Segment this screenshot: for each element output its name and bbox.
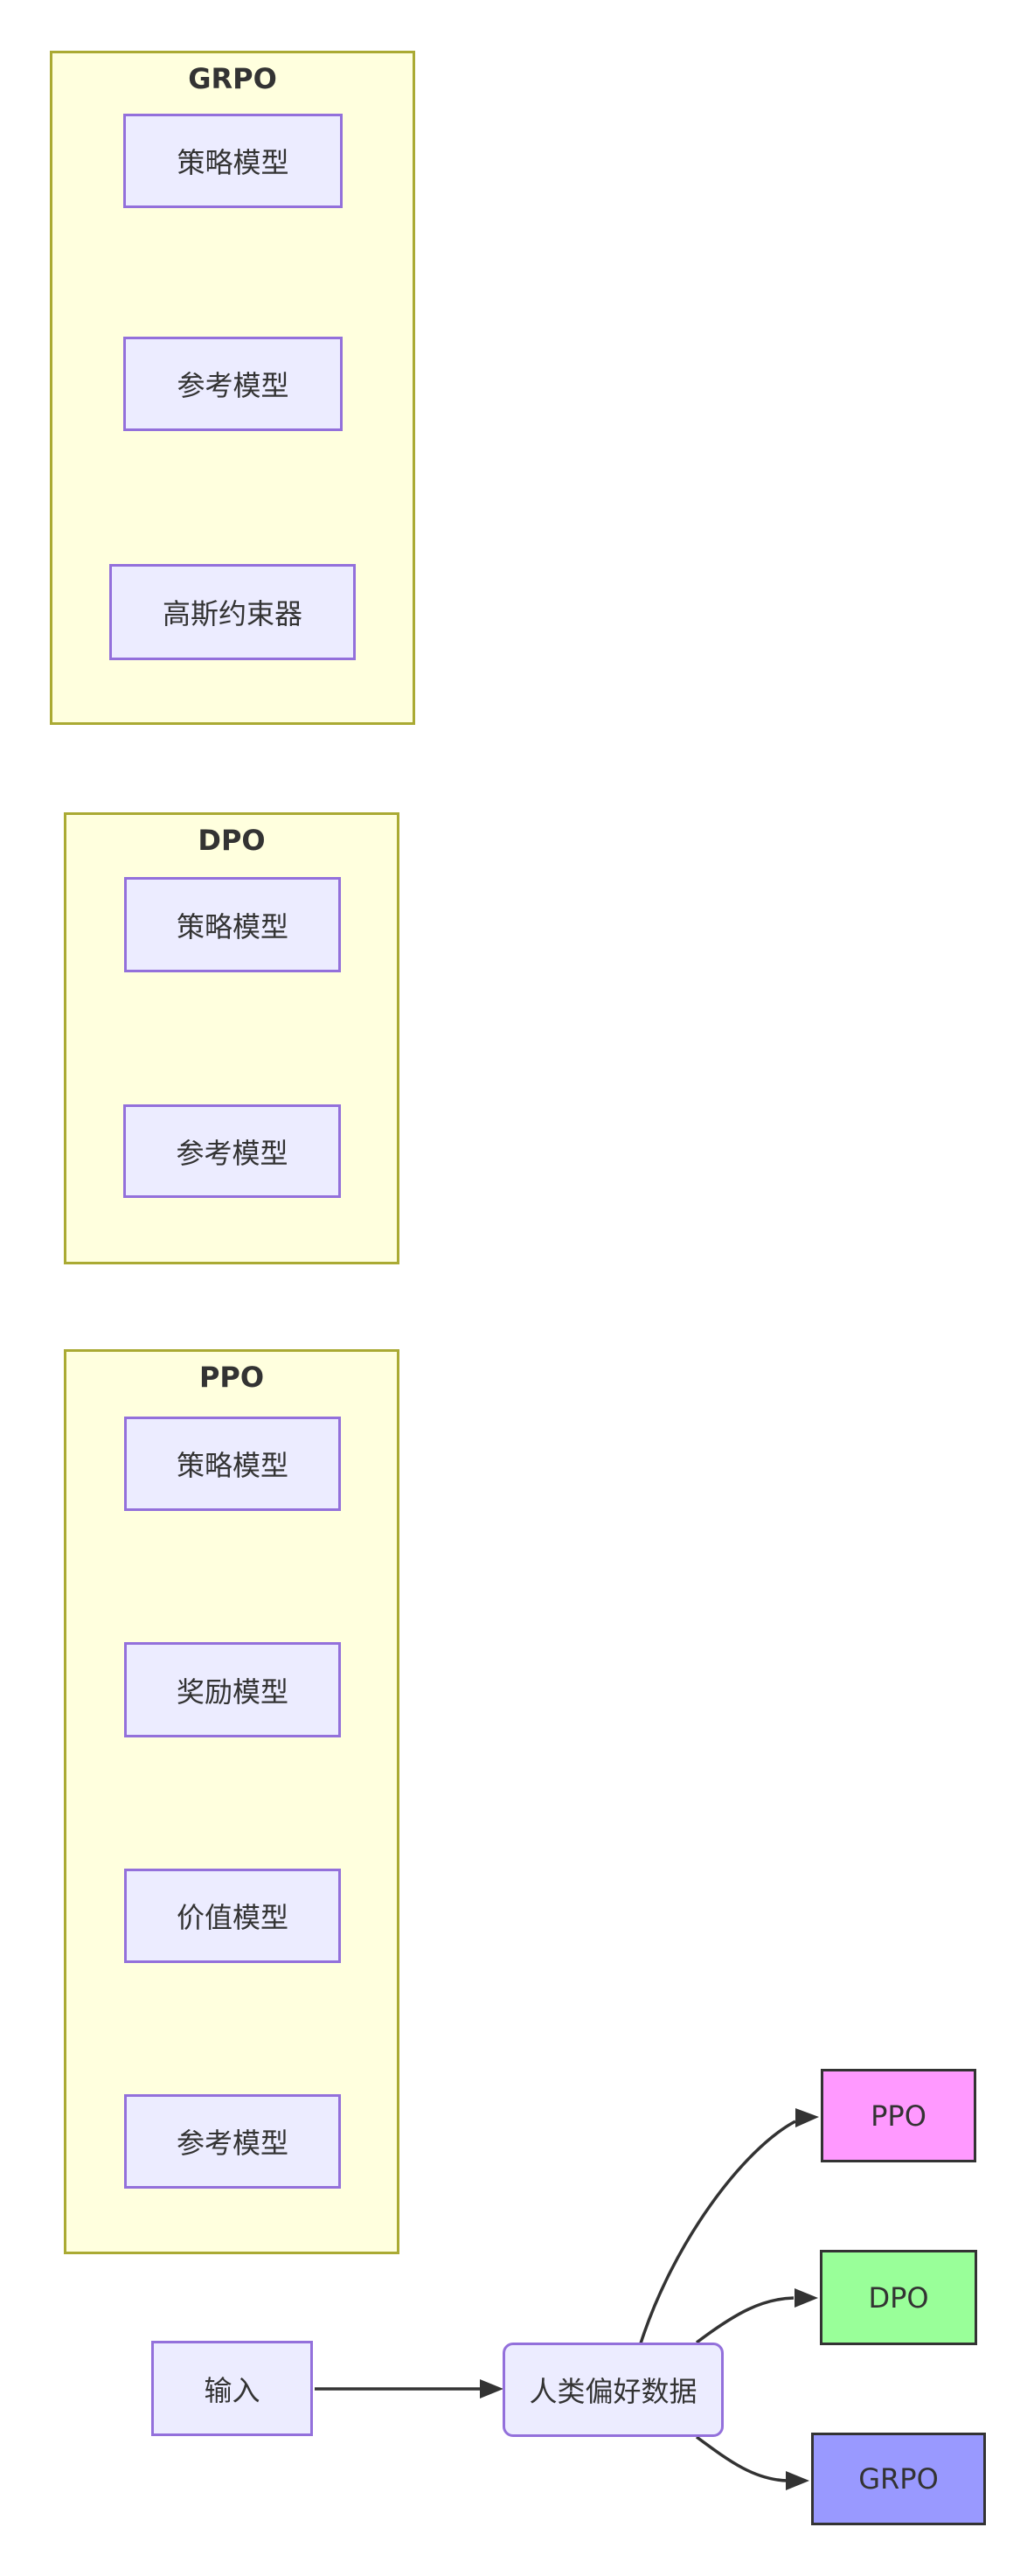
node-output-ppo: PPO (821, 2069, 976, 2162)
node-dpo-policy-model: 策略模型 (124, 877, 341, 972)
arrowhead-hub-dpo (795, 2288, 818, 2308)
subgraph-ppo-title: PPO (198, 1361, 265, 1394)
node-grpo-gaussian-constraint: 高斯约束器 (109, 564, 356, 660)
arrow-hub-to-dpo (695, 2296, 795, 2344)
subgraph-dpo-title: DPO (198, 824, 266, 857)
node-dpo-reference-model: 参考模型 (123, 1104, 341, 1198)
node-ppo-reference-model: 参考模型 (124, 2094, 341, 2189)
arrowhead-hub-grpo (786, 2471, 809, 2490)
node-output-grpo: GRPO (811, 2433, 986, 2525)
node-grpo-policy-model: 策略模型 (123, 114, 343, 208)
node-input: 输入 (151, 2341, 313, 2436)
arrow-hub-to-grpo (695, 2435, 788, 2482)
node-grpo-reference-model: 参考模型 (123, 337, 343, 431)
node-output-dpo: DPO (820, 2250, 977, 2345)
node-ppo-reward-model: 奖励模型 (124, 1642, 341, 1737)
node-ppo-value-model: 价值模型 (124, 1869, 341, 1963)
node-ppo-policy-model: 策略模型 (124, 1417, 341, 1511)
arrowhead-hub-ppo (795, 2108, 819, 2127)
arrowhead-input (480, 2379, 503, 2398)
node-human-preference-data: 人类偏好数据 (503, 2343, 724, 2437)
subgraph-grpo-title: GRPO (188, 62, 277, 95)
arrow-hub-to-ppo (639, 2120, 796, 2344)
